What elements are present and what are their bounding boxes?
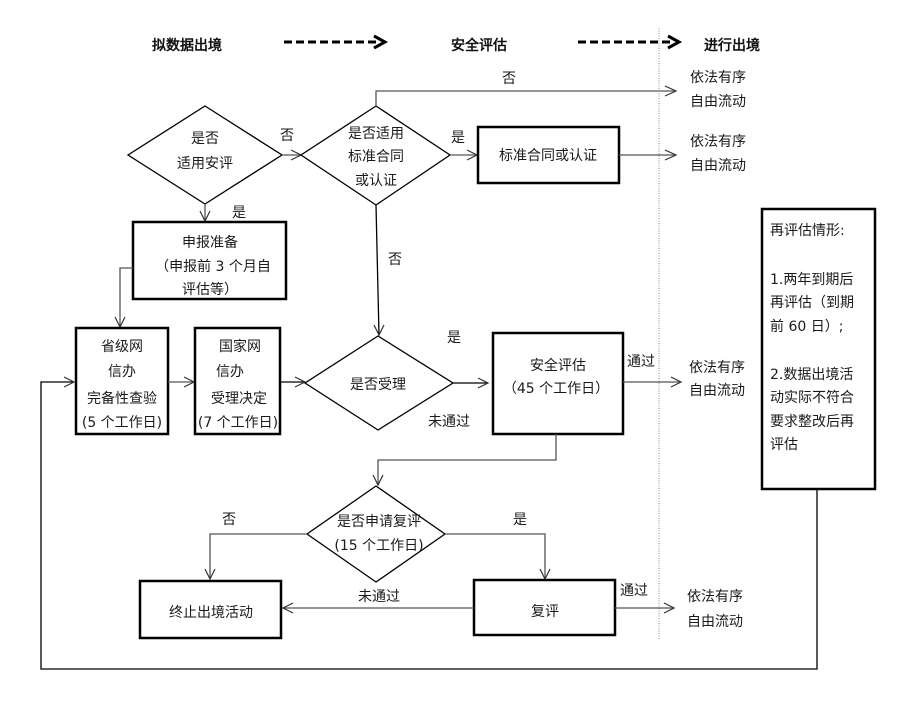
edge-to-review-decision	[377, 434, 557, 485]
svg-text:自由流动: 自由流动	[689, 383, 745, 399]
label-no: 否	[280, 128, 294, 144]
svg-text:(15 个工作日): (15 个工作日)	[334, 538, 423, 554]
decision-standard-contract: 是否适用 标准合同 或认证	[299, 105, 452, 206]
header: 拟数据出境 安全评估 进行出境	[152, 34, 760, 54]
svg-text:未通过: 未通过	[428, 414, 470, 430]
svg-text:（45 个工作日）: （45 个工作日）	[503, 381, 609, 397]
edge-no-to-accept	[375, 204, 380, 336]
svg-text:否: 否	[502, 71, 516, 87]
svg-text:通过: 通过	[620, 583, 648, 599]
svg-text:或认证: 或认证	[355, 173, 397, 189]
svg-text:是否申请复评: 是否申请复评	[337, 513, 421, 530]
svg-text:申报准备: 申报准备	[182, 234, 238, 251]
svg-text:自由流动: 自由流动	[687, 614, 743, 630]
svg-text:是否受理: 是否受理	[350, 377, 406, 393]
svg-text:信办: 信办	[108, 364, 136, 380]
decision-apply-assessment: 是否 适用安评	[126, 105, 284, 205]
decision-accept: 是否受理	[303, 335, 455, 431]
outcome-free-flow: 依法有序	[690, 134, 746, 150]
outcome-free-flow: 依法有序	[687, 589, 743, 605]
svg-text:完备性查验: 完备性查验	[87, 390, 157, 407]
edge-no-free-flow-top	[375, 90, 675, 106]
svg-text:标准合同或认证: 标准合同或认证	[499, 148, 597, 164]
stage-arrow-1-head	[373, 34, 389, 50]
reassessment-note: 再评估情形: 1.两年到期后 再评估（到期 前 60 日）; 2.数据出境活 动…	[760, 207, 877, 491]
box-review: 复评	[472, 578, 617, 637]
svg-text:终止出境活动: 终止出境活动	[169, 605, 253, 621]
svg-text:是: 是	[513, 512, 527, 528]
svg-text:再评估情形:: 再评估情形:	[770, 223, 845, 239]
edge-yes-review	[445, 533, 546, 579]
svg-text:再评估（到期: 再评估（到期	[770, 295, 854, 311]
svg-text:前 60 日）;: 前 60 日）;	[770, 318, 843, 335]
svg-text:(7 个工作日): (7 个工作日)	[198, 415, 278, 431]
svg-text:是: 是	[451, 130, 465, 146]
svg-text:否: 否	[388, 252, 402, 268]
box-standard-contract: 标准合同或认证	[476, 125, 621, 185]
svg-text:通过: 通过	[627, 354, 655, 370]
svg-text:信办: 信办	[216, 364, 244, 380]
svg-text:省级网: 省级网	[101, 339, 143, 355]
decision-apply-review: 是否申请复评 (15 个工作日)	[305, 485, 447, 583]
box-provincial-cac: 省级网 信办 完备性查验 (5 个工作日)	[74, 326, 170, 436]
outcome-free-flow: 依法有序	[689, 360, 745, 376]
svg-text:评估等）: 评估等）	[182, 281, 238, 298]
box-application-preparation: 申报准备 （申报前 3 个月自 评估等）	[131, 220, 288, 301]
stage-label-proposed-export: 拟数据出境	[152, 37, 222, 54]
svg-text:适用安评: 适用安评	[177, 156, 233, 172]
svg-text:安全评估: 安全评估	[530, 357, 586, 374]
svg-text:自由流动: 自由流动	[690, 158, 746, 174]
svg-text:是否适用: 是否适用	[348, 126, 404, 142]
outcome-free-flow: 依法有序	[690, 70, 746, 86]
svg-text:未通过: 未通过	[358, 589, 400, 605]
svg-text:复评: 复评	[531, 603, 559, 620]
svg-text:评估: 评估	[770, 437, 798, 453]
svg-text:否: 否	[222, 512, 236, 528]
edge-prepare-provincial	[119, 267, 133, 327]
svg-text:是否: 是否	[191, 131, 219, 147]
svg-text:(5 个工作日): (5 个工作日)	[82, 415, 162, 431]
stage-arrow-2-head	[667, 34, 683, 50]
svg-text:（申报前 3 个月自: （申报前 3 个月自	[155, 258, 271, 275]
edge-reassess-loop	[40, 381, 818, 670]
svg-text:要求整改后再: 要求整改后再	[770, 414, 854, 430]
box-terminate-export: 终止出境活动	[138, 579, 283, 640]
box-national-cac: 国家网 信办 受理决定 (7 个工作日)	[193, 326, 282, 436]
svg-text:标准合同: 标准合同	[348, 149, 404, 165]
svg-text:是: 是	[232, 205, 246, 221]
svg-text:国家网: 国家网	[219, 338, 261, 355]
svg-text:动实际不符合: 动实际不符合	[770, 390, 854, 406]
svg-text:受理决定: 受理决定	[211, 391, 267, 407]
svg-text:1.两年到期后: 1.两年到期后	[770, 272, 853, 288]
svg-text:自由流动: 自由流动	[690, 94, 746, 110]
svg-text:2.数据出境活: 2.数据出境活	[770, 367, 853, 383]
edge-no-terminate	[209, 533, 307, 579]
box-security-assessment: 安全评估 （45 个工作日）	[491, 331, 625, 436]
svg-text:是: 是	[447, 330, 461, 346]
stage-label-export: 进行出境	[704, 37, 760, 54]
stage-label-security-assessment: 安全评估	[451, 37, 507, 54]
